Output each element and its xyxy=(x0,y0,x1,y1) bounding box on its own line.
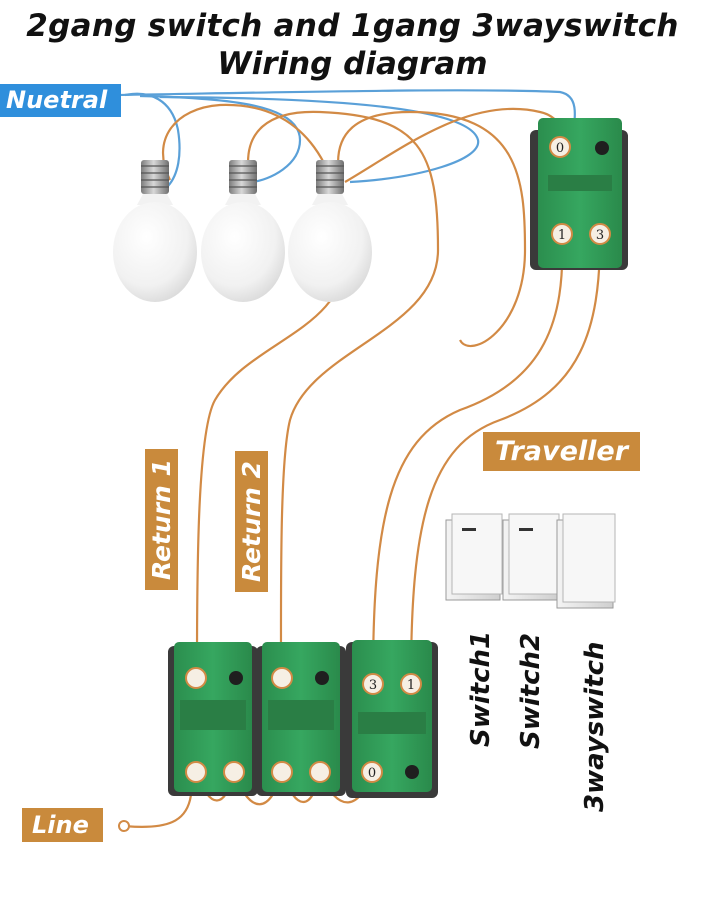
bulb-2 xyxy=(201,160,285,302)
three-way-faceplate xyxy=(556,513,616,609)
neutral-main-wire xyxy=(117,89,576,141)
return1-label: Return 1 xyxy=(145,449,178,590)
top-three-way-switch: 0 1 3 xyxy=(530,118,628,270)
return2-label: Return 2 xyxy=(235,451,268,592)
traveller-label: Traveller xyxy=(483,432,641,471)
top-switch-terminal-1: 1 xyxy=(558,228,566,243)
bulb3-to-top-common-wire xyxy=(337,110,527,347)
bottom-3way-terminal-1: 1 xyxy=(407,678,415,693)
bottom-switch-2 xyxy=(256,642,346,796)
bottom-3way-terminal-3: 3 xyxy=(369,678,377,693)
bottom-switch-1 xyxy=(168,642,258,796)
neutral-label: Nuetral xyxy=(0,84,122,117)
neutral-wires xyxy=(117,89,576,187)
bottom-three-way-switch: 3 1 0 xyxy=(346,640,438,798)
title-line-2: Wiring diagram xyxy=(217,46,488,82)
legend-3wayswitch: 3wayswitch xyxy=(580,641,610,812)
bottom-3way-terminal-0: 0 xyxy=(368,766,376,781)
line-terminal xyxy=(118,820,130,832)
top-switch-terminal-0: 0 xyxy=(556,141,564,156)
bulb-1 xyxy=(113,160,197,302)
neutral-bulb3-wire xyxy=(159,95,480,184)
line-label: Line xyxy=(22,808,103,842)
neutral-bulb1-wire xyxy=(124,92,181,187)
return2-wire xyxy=(247,110,440,666)
top-switch-terminal-3: 3 xyxy=(596,228,604,243)
legend-switch2: Switch2 xyxy=(516,632,546,749)
traveller-1-wire xyxy=(371,237,564,681)
switch1-faceplate xyxy=(445,513,503,601)
traveller-3-wire xyxy=(409,237,602,681)
switch2-faceplate xyxy=(502,513,560,601)
bulb-3 xyxy=(288,160,372,302)
title-line-1: 2gang switch and 1gang 3wayswitch xyxy=(26,8,679,44)
legend-switch1: Switch1 xyxy=(466,630,496,747)
